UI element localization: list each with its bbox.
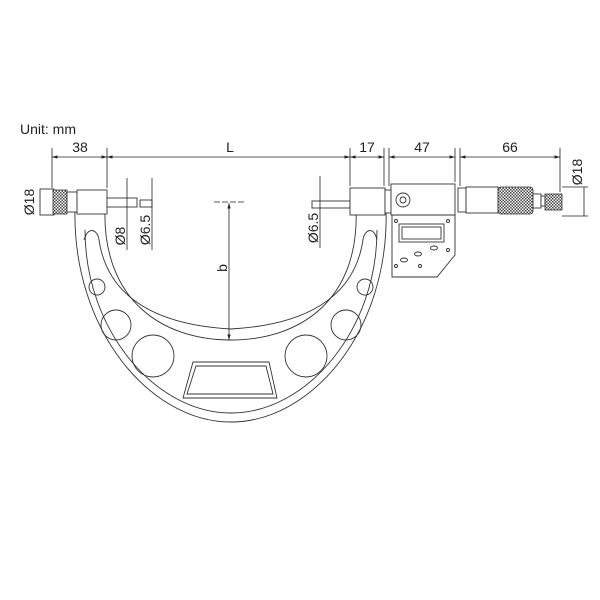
button-icon <box>400 257 408 263</box>
dimensions: 38 L 17 47 66 Ø18 Ø18 Ø8 Ø6.5 Ø6.5 b <box>21 139 588 340</box>
frame-hole <box>100 309 132 341</box>
insulation-plate <box>182 361 278 399</box>
frame-hole <box>88 278 106 296</box>
dim-right-dia: Ø18 <box>569 159 585 186</box>
lcd-screen <box>398 223 445 243</box>
anvil-assembly <box>39 188 153 216</box>
anvil-knurl <box>52 189 68 215</box>
dim-38: 38 <box>72 139 88 155</box>
button-icon <box>430 245 438 251</box>
frame <box>74 207 387 423</box>
dim-right-tip-dia: Ø6.5 <box>305 213 321 244</box>
dim-47: 47 <box>414 139 430 155</box>
lock-knob-icon <box>395 192 411 208</box>
frame-hole <box>356 278 374 296</box>
spindle-head <box>311 183 563 278</box>
spindle <box>311 200 351 209</box>
ratchet-knurl <box>544 193 563 211</box>
dim-left-tip-dia: Ø6.5 <box>137 215 153 246</box>
dim-l: L <box>226 139 234 155</box>
dim-spindle-dia: Ø8 <box>112 226 128 245</box>
dim-17: 17 <box>359 139 375 155</box>
thimble <box>465 186 499 214</box>
frame-hole <box>131 334 175 378</box>
unit-label: Unit: mm <box>20 121 76 137</box>
dim-66: 66 <box>502 139 518 155</box>
sleeve <box>457 187 467 213</box>
dim-left-dia: Ø18 <box>21 189 37 216</box>
frame-hole <box>284 334 328 378</box>
button-icon <box>414 251 422 257</box>
frame-hole <box>330 309 362 341</box>
thimble-knurl <box>497 186 534 215</box>
dim-b: b <box>214 264 230 272</box>
